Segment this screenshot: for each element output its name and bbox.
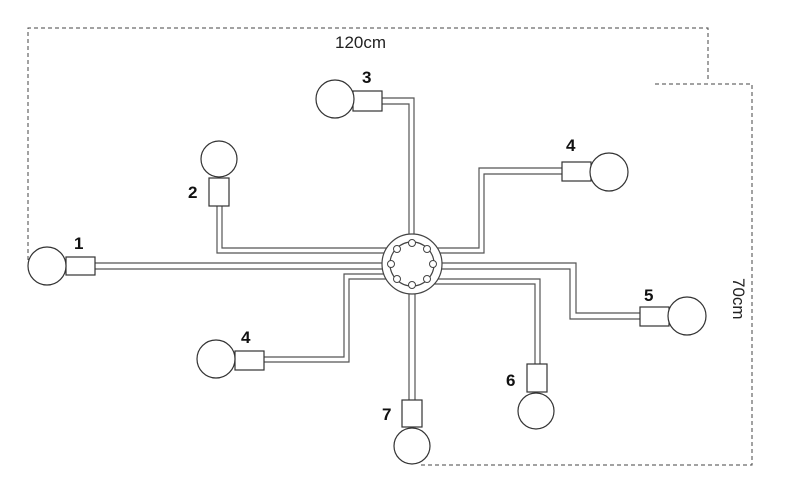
arm-4-lower — [196, 273, 396, 379]
socket-7 — [401, 399, 423, 428]
arm-4-lower-label: 4 — [241, 328, 251, 347]
arm-3 — [315, 79, 415, 237]
bulb-4-lower — [196, 339, 236, 379]
bulb-6 — [517, 392, 555, 430]
socket-1 — [65, 256, 96, 276]
bulb-3 — [315, 79, 355, 119]
arm-7-label: 7 — [382, 405, 391, 424]
bulb-1 — [27, 246, 67, 286]
height-dimension-label: 70cm — [729, 278, 748, 320]
socket-4-lower — [234, 350, 265, 371]
arm-6-label: 6 — [506, 371, 515, 390]
arm-7 — [393, 292, 431, 465]
socket-6 — [526, 363, 548, 393]
arm-5 — [440, 262, 707, 336]
arm-5-label: 5 — [644, 286, 653, 305]
socket-4-upper — [561, 161, 592, 182]
arm-2 — [200, 140, 392, 254]
arm-4-upper-label: 4 — [566, 136, 576, 155]
socket-3 — [352, 90, 383, 112]
arm-3-label: 3 — [362, 68, 371, 87]
center-hub — [381, 233, 443, 295]
socket-5 — [639, 306, 670, 327]
arm-2-label: 2 — [188, 183, 197, 202]
socket-2 — [208, 177, 230, 207]
arm-1-label: 1 — [74, 234, 83, 253]
bulb-5 — [667, 296, 707, 336]
width-dimension-label: 120cm — [335, 33, 386, 52]
arm-1 — [27, 246, 385, 286]
bulb-7 — [393, 427, 431, 465]
arm-4-upper — [436, 152, 629, 254]
bulb-4-upper — [589, 152, 629, 192]
dimension-outline — [27, 27, 753, 466]
arm-6 — [432, 278, 555, 430]
bulb-2 — [200, 140, 238, 178]
